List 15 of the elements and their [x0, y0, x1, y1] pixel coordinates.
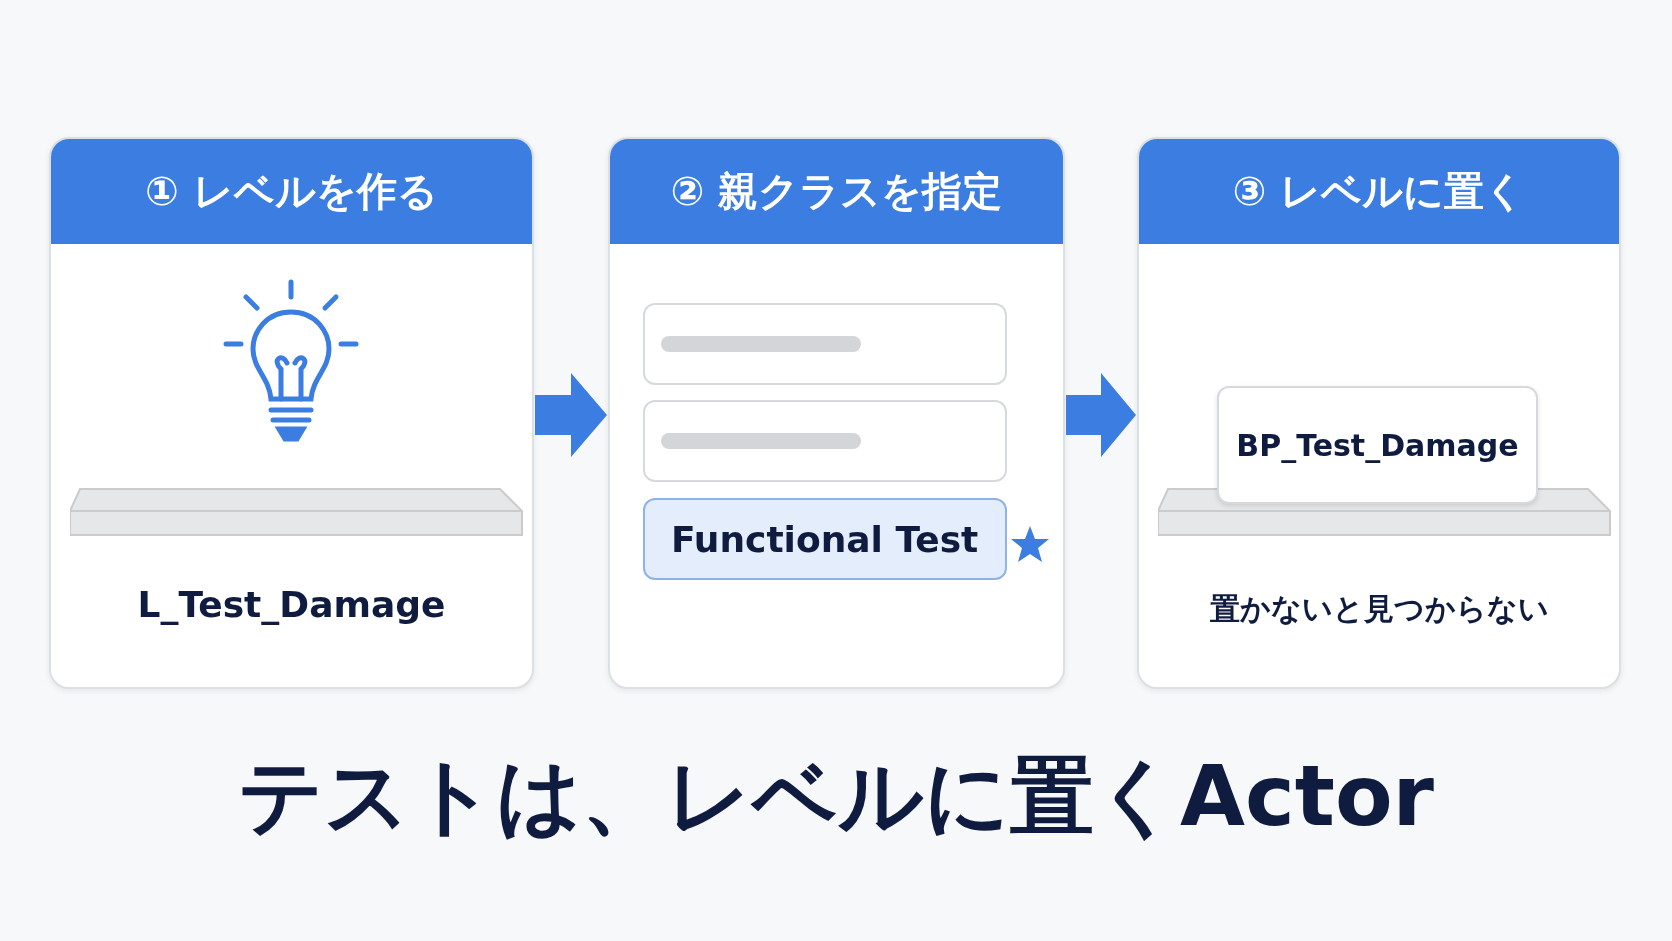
step-card: [608, 137, 1065, 689]
card-header: ② 親クラスを指定: [610, 139, 1063, 244]
label-box: BP_Test_Damage: [1217, 386, 1538, 504]
label-box: Functional Test: [643, 498, 1007, 580]
step-card: [49, 137, 534, 689]
card-header: ① レベルを作る: [51, 139, 532, 244]
arrow: [1066, 373, 1136, 457]
caption-text: 置かないと見つからない: [1208, 590, 1550, 628]
title-text: テストは、レベルに置くActor: [236, 746, 1436, 847]
list-item-box: [643, 303, 1007, 385]
arrow: [535, 373, 607, 457]
step-card: [1137, 137, 1621, 689]
list-item-box: [643, 400, 1007, 482]
card-header: ③ レベルに置く: [1139, 139, 1619, 244]
caption-text: L_Test_Damage: [136, 584, 447, 625]
